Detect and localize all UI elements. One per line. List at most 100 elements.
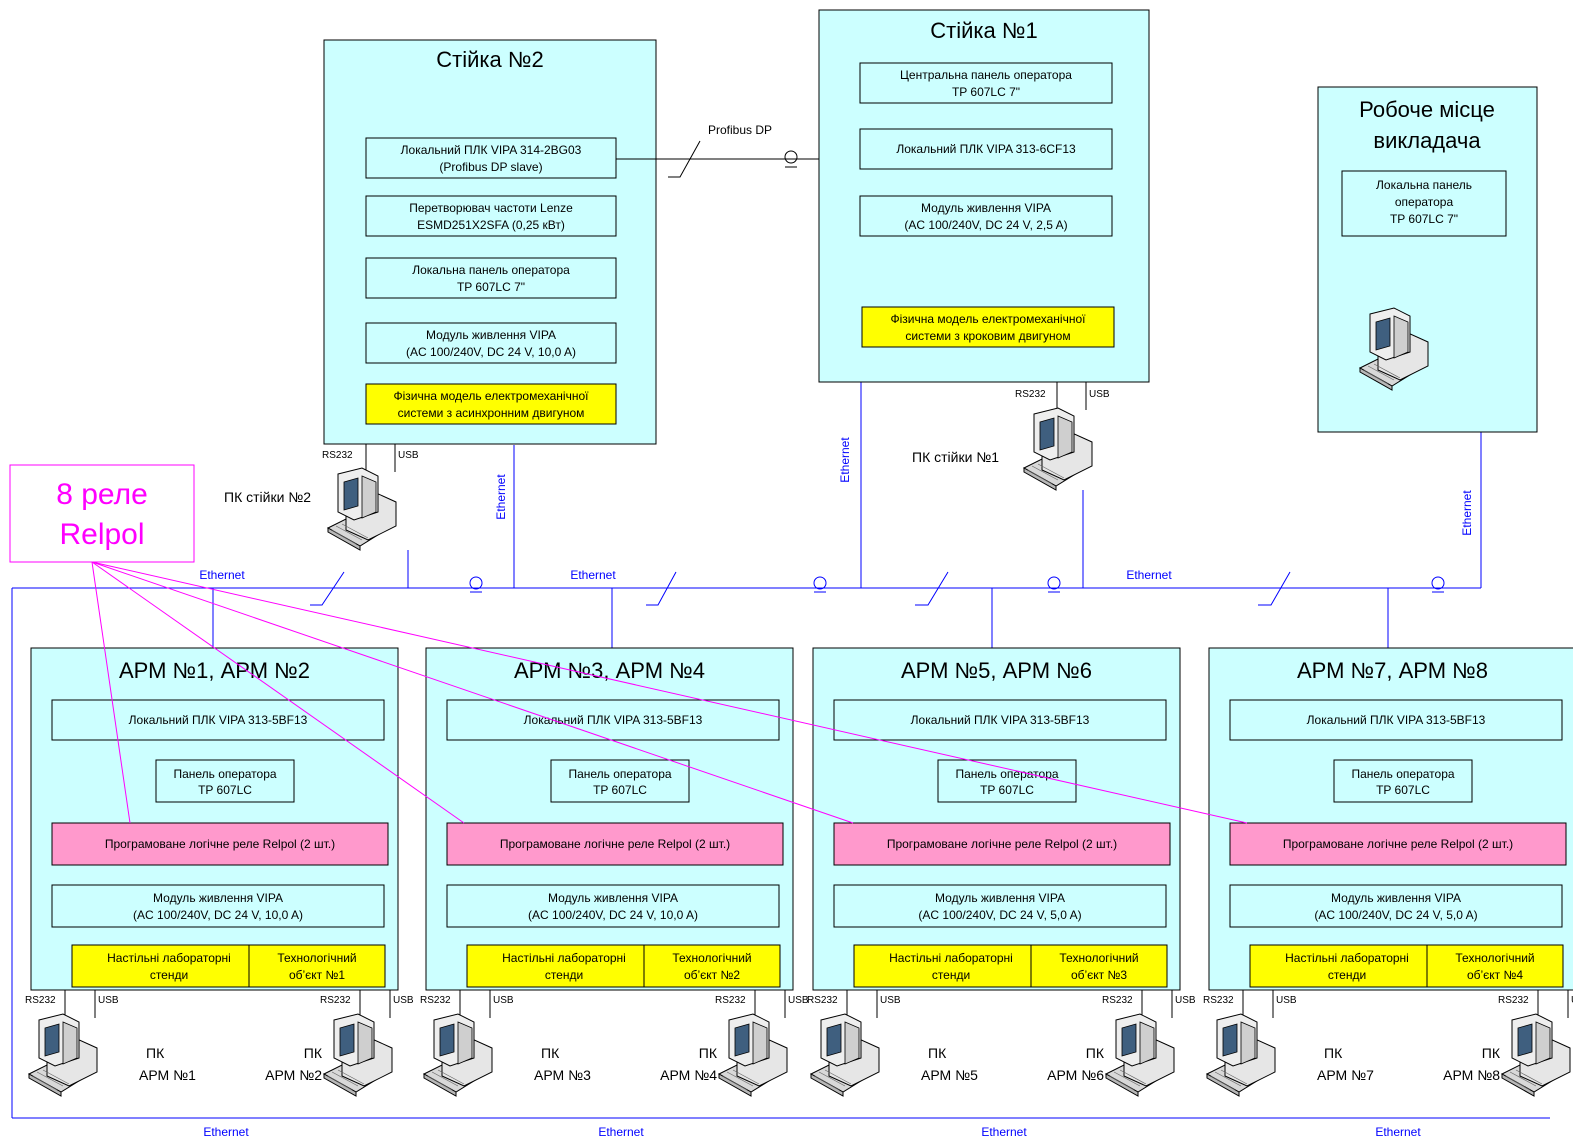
relay-box: 8 реле Relpol	[9, 464, 195, 563]
arm-title: АРМ №7, АРМ №8	[1297, 658, 1488, 683]
svg-text:(AC 100/240V, DC 24 V, 5,0 A): (AC 100/240V, DC 24 V, 5,0 A)	[918, 908, 1081, 922]
svg-text:RS232: RS232	[25, 995, 56, 1006]
arm-relay: Програмоване логічне реле Relpol (2 шт.)	[105, 837, 335, 851]
arm-power: Модуль живлення VIPA	[1331, 891, 1461, 905]
arm-pc-label: ПК	[1482, 1045, 1501, 1061]
arm-relay: Програмоване логічне реле Relpol (2 шт.)	[1283, 837, 1513, 851]
rack-2-power: Модуль живлення VIPA	[426, 328, 556, 342]
ethernet-label: Ethernet	[494, 474, 508, 520]
arm-panel: Панель оператора	[173, 767, 276, 781]
svg-text:TP 607LC: TP 607LC	[593, 783, 647, 797]
teacher-workplace: Робоче місце викладача Локальна панель о…	[1317, 86, 1538, 433]
svg-text:(AC 100/240V, DC 24 V, 10,0 A): (AC 100/240V, DC 24 V, 10,0 A)	[528, 908, 698, 922]
svg-text:АРМ №2: АРМ №2	[265, 1067, 322, 1083]
ethernet-label: Ethernet	[1460, 490, 1474, 536]
rack-2: Стійка №2 Локальний ПЛК VIPA 314-2BG03 (…	[323, 39, 657, 445]
svg-text:USB: USB	[880, 995, 901, 1006]
ethernet-label: Ethernet	[598, 1125, 644, 1139]
svg-text:TP 607LC 7": TP 607LC 7"	[1390, 212, 1458, 226]
arm-relay: Програмоване логічне реле Relpol (2 шт.)	[500, 837, 730, 851]
svg-text:USB: USB	[788, 995, 809, 1006]
ethernet-labels: Ethernet Ethernet Ethernet Ethernet Ethe…	[199, 437, 1474, 1139]
svg-text:(AC 100/240V, DC 24 V, 10,0 A): (AC 100/240V, DC 24 V, 10,0 A)	[406, 345, 576, 359]
arm-pc-label: ПК	[699, 1045, 718, 1061]
arm-block-3: АРМ №5, АРМ №6 Локальний ПЛК VIPA 313-5BF…	[807, 647, 1196, 1097]
rack-2-model: Фізична модель електромеханічної	[394, 389, 590, 403]
rack-1-title: Стійка №1	[930, 18, 1037, 43]
svg-text:RS232: RS232	[715, 995, 746, 1006]
arm-pc-icon	[810, 1013, 880, 1097]
arm-pc-icon	[28, 1013, 98, 1097]
svg-text:стенди: стенди	[932, 968, 970, 982]
arm-panel: Панель оператора	[568, 767, 671, 781]
svg-text:TP 607LC: TP 607LC	[980, 783, 1034, 797]
ethernet-label: Ethernet	[199, 568, 245, 582]
rack-1-central-panel: Центральна панель оператора	[900, 68, 1072, 82]
arm-object: Технологічний	[1455, 951, 1534, 965]
svg-text:RS232: RS232	[322, 450, 353, 461]
ethernet-label: Ethernet	[981, 1125, 1027, 1139]
svg-text:(AC 100/240V, DC 24 V, 5,0 A): (AC 100/240V, DC 24 V, 5,0 A)	[1314, 908, 1477, 922]
ethernet-label: Ethernet	[570, 568, 616, 582]
rack-2-pc-label: ПК стійки №2	[224, 489, 311, 505]
svg-text:об’єкт №3: об’єкт №3	[1071, 968, 1127, 982]
ethernet-label: Ethernet	[1126, 568, 1172, 582]
rack-2-inverter: Перетворювач частоти Lenze	[409, 201, 573, 215]
ethernet-label: Ethernet	[838, 437, 852, 483]
arm-plc: Локальний ПЛК VIPA 313-5BF13	[911, 713, 1090, 727]
arm-object: Технологічний	[277, 951, 356, 965]
svg-text:стенди: стенди	[1328, 968, 1366, 982]
rack-2-pc-icon	[327, 467, 397, 551]
arm-pc-label: ПК	[1324, 1045, 1343, 1061]
svg-text:RS232: RS232	[1203, 995, 1234, 1006]
svg-text:оператора: оператора	[1395, 195, 1454, 209]
rack-1-model: Фізична модель електромеханічної	[891, 312, 1087, 326]
teacher-title: Робоче місце	[1359, 97, 1495, 122]
svg-text:USB: USB	[1089, 389, 1110, 400]
arm-block-4: АРМ №7, АРМ №8 Локальний ПЛК VIPA 313-5BF…	[1203, 647, 1573, 1097]
arm-stands: Настільні лабораторні	[107, 951, 231, 965]
arm-pc-icon	[718, 1013, 788, 1097]
rack-1-plc: Локальний ПЛК VIPA 313-6CF13	[896, 142, 1076, 156]
arm-panel: Панель оператора	[1351, 767, 1454, 781]
rack-1-pc-icon	[1023, 407, 1093, 491]
arm-pc-icon	[1501, 1013, 1571, 1097]
svg-text:АРМ №4: АРМ №4	[660, 1067, 717, 1083]
svg-text:системи з асинхронним двигуном: системи з асинхронним двигуном	[398, 406, 585, 420]
svg-text:RS232: RS232	[320, 995, 351, 1006]
svg-text:Relpol: Relpol	[59, 518, 144, 551]
svg-text:АРМ №1: АРМ №1	[139, 1067, 196, 1083]
svg-text:об’єкт №4: об’єкт №4	[1467, 968, 1523, 982]
arm-pc-icon	[1206, 1013, 1276, 1097]
ethernet-network	[11, 382, 1550, 1119]
svg-text:USB: USB	[393, 995, 414, 1006]
svg-text:АРМ №8: АРМ №8	[1443, 1067, 1500, 1083]
profibus-label: Profibus DP	[708, 123, 772, 137]
svg-text:об’єкт №2: об’єкт №2	[684, 968, 740, 982]
arm-pc-icon	[323, 1013, 393, 1097]
arm-object: Технологічний	[672, 951, 751, 965]
arm-power: Модуль живлення VIPA	[548, 891, 678, 905]
rack-2-pc: RS232 USB ПК стійки №2	[224, 444, 419, 551]
arm-pc-label: ПК	[928, 1045, 947, 1061]
arm-pc-label: ПК	[1086, 1045, 1105, 1061]
svg-text:RS232: RS232	[420, 995, 451, 1006]
arm-pc-label: ПК	[304, 1045, 323, 1061]
arm-title: АРМ №5, АРМ №6	[901, 658, 1092, 683]
svg-text:АРМ №3: АРМ №3	[534, 1067, 591, 1083]
svg-text:АРМ №6: АРМ №6	[1047, 1067, 1104, 1083]
arm-plc: Локальний ПЛК VIPA 313-5BF13	[129, 713, 308, 727]
svg-text:TP 607LC 7": TP 607LC 7"	[952, 85, 1020, 99]
svg-text:RS232: RS232	[1102, 995, 1133, 1006]
svg-text:USB: USB	[1175, 995, 1196, 1006]
svg-text:об’єкт №1: об’єкт №1	[289, 968, 345, 982]
svg-text:стенди: стенди	[545, 968, 583, 982]
arm-plc: Локальний ПЛК VIPA 313-5BF13	[524, 713, 703, 727]
arm-pc-icon	[1105, 1013, 1175, 1097]
svg-text:(AC 100/240V, DC 24 V, 2,5 A): (AC 100/240V, DC 24 V, 2,5 A)	[904, 218, 1067, 232]
svg-text:(AC 100/240V, DC 24 V, 10,0 A): (AC 100/240V, DC 24 V, 10,0 A)	[133, 908, 303, 922]
arm-plc: Локальний ПЛК VIPA 313-5BF13	[1307, 713, 1486, 727]
